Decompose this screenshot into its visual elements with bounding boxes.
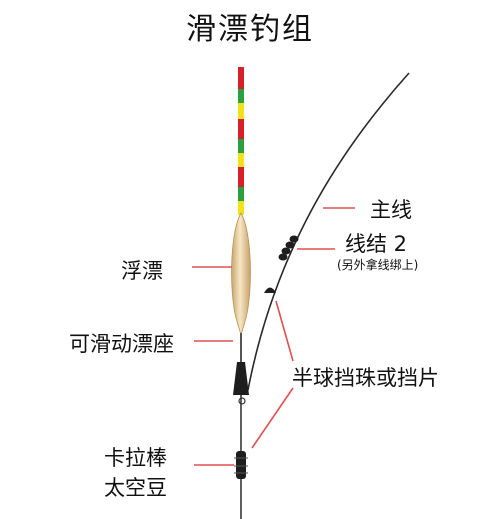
stopper-bean (234, 451, 248, 479)
label-line-knot: 线结 2 (345, 232, 408, 256)
label-bead-stopper: 半球挡珠或挡片 (292, 366, 439, 390)
pointer-bead-b (251, 387, 294, 449)
sliding-float-seat (233, 362, 249, 395)
float-body (231, 212, 251, 337)
label-sliding-float-seat: 可滑动漂座 (69, 332, 174, 356)
diagram-title: 滑漂钓组 (186, 12, 314, 47)
float-tip (238, 67, 244, 215)
main-line (247, 72, 410, 391)
label-main-line: 主线 (370, 198, 412, 222)
label-float: 浮漂 (121, 259, 163, 283)
label-stopper-line2: 太空豆 (104, 476, 167, 500)
label-stopper-line1: 卡拉棒 (104, 446, 167, 470)
float-seat-ring (238, 397, 246, 405)
line-knot (278, 235, 299, 261)
pointer-bead-a (275, 300, 294, 362)
label-line-knot-note: (另外拿线绑上) (337, 258, 419, 272)
pointer-lines (192, 207, 355, 466)
bead-stopper (264, 287, 276, 293)
